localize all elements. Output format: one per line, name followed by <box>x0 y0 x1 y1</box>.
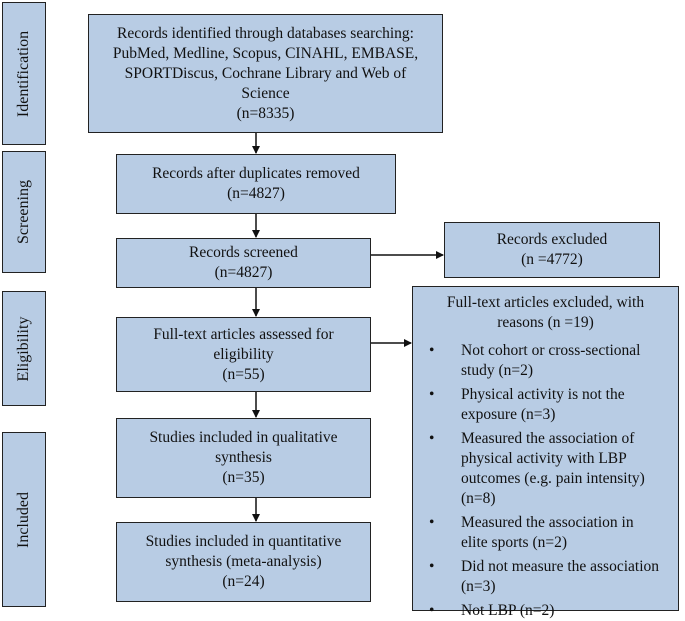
stage-included: Included <box>2 432 46 607</box>
excluded-count: (n =4772) <box>521 251 583 268</box>
bullet-icon: • <box>429 558 435 575</box>
reason-3-line-4: (n=8) <box>461 490 496 507</box>
stage-eligibility: Eligibility <box>2 291 46 406</box>
exclusion-reason: • Measured the association of physical a… <box>413 429 678 509</box>
screened-label: Records screened <box>189 244 298 261</box>
reason-1-line-1: Not cohort or cross-sectional <box>461 342 641 359</box>
exclusion-reasons-list: • Not cohort or cross-sectional study (n… <box>413 341 678 621</box>
quantitative-line-1: Studies included in quantitative <box>145 533 342 550</box>
bullet-icon: • <box>429 386 435 403</box>
reason-3-line-2: physical activity with LBP <box>461 450 627 467</box>
reason-2-line-1: Physical activity is not the <box>461 386 625 403</box>
screened-count: (n=4827) <box>214 264 273 281</box>
reason-3-line-3: outcomes (e.g. pain intensity) <box>461 470 645 487</box>
fulltext-count: (n=55) <box>222 365 265 383</box>
bullet-icon: • <box>429 342 435 359</box>
stage-identification: Identification <box>2 2 46 145</box>
reason-5-line-2: (n=3) <box>461 578 496 595</box>
quantitative-count: (n=24) <box>222 573 265 590</box>
identified-line-3: SPORTDiscus, Cochrane Library and Web of <box>124 64 407 82</box>
identified-line-2: PubMed, Medline, Scopus, CINAHL, EMBASE, <box>112 44 419 62</box>
duplicates-label: Records after duplicates removed <box>152 165 360 182</box>
reason-1-line-2: study (n=2) <box>461 362 534 379</box>
exclusion-reason: • Physical activity is not the exposure … <box>413 385 678 425</box>
fulltext-excluded-heading-line-1: Full-text articles excluded, with <box>446 294 645 311</box>
bullet-icon: • <box>429 514 435 531</box>
box-records-excluded: Records excluded (n =4772) <box>444 222 660 278</box>
reason-5-line-1: Did not measure the association <box>461 558 660 575</box>
box-quantitative-synthesis: Studies included in quantitative synthes… <box>116 522 371 602</box>
exclusion-reason: • Measured the association in elite spor… <box>413 513 678 553</box>
box-fulltext-assessed: Full-text articles assessed for eligibil… <box>116 317 371 392</box>
reason-3-line-1: Measured the association of <box>461 430 635 447</box>
box-records-screened: Records screened (n=4827) <box>116 238 371 288</box>
bullet-icon: • <box>429 430 435 447</box>
identified-line-1: Records identified through databases sea… <box>117 24 414 42</box>
quantitative-line-2: synthesis (meta-analysis) <box>165 553 322 570</box>
identified-count: (n=8335) <box>236 104 295 122</box>
qualitative-count: (n=35) <box>222 469 265 486</box>
box-qualitative-synthesis: Studies included in qualitative synthesi… <box>116 418 371 498</box>
excluded-label: Records excluded <box>496 231 608 248</box>
fulltext-excluded-heading-line-2: reasons (n =19) <box>497 314 594 331</box>
fulltext-line-2: eligibility <box>213 345 274 363</box>
box-records-identified: Records identified through databases sea… <box>88 14 443 133</box>
exclusion-reason: • Not cohort or cross-sectional study (n… <box>413 341 678 381</box>
bullet-icon: • <box>429 602 435 619</box>
duplicates-count: (n=4827) <box>227 185 285 202</box>
qualitative-line-1: Studies included in qualitative <box>149 429 338 446</box>
box-duplicates-removed: Records after duplicates removed (n=4827… <box>116 154 396 214</box>
qualitative-line-2: synthesis <box>215 449 272 466</box>
reason-4-line-1: Measured the association in <box>461 514 634 531</box>
identified-line-4: Science <box>241 84 290 102</box>
fulltext-line-1: Full-text articles assessed for <box>153 325 334 343</box>
fulltext-excluded-heading: Full-text articles excluded, with reason… <box>413 293 678 333</box>
box-fulltext-excluded: Full-text articles excluded, with reason… <box>412 286 679 619</box>
exclusion-reason: • Did not measure the association (n=3) <box>413 557 678 597</box>
reason-4-line-2: elite sports (n=2) <box>461 534 568 551</box>
reason-2-line-2: exposure (n=3) <box>461 406 556 423</box>
stage-screening: Screening <box>2 151 46 273</box>
